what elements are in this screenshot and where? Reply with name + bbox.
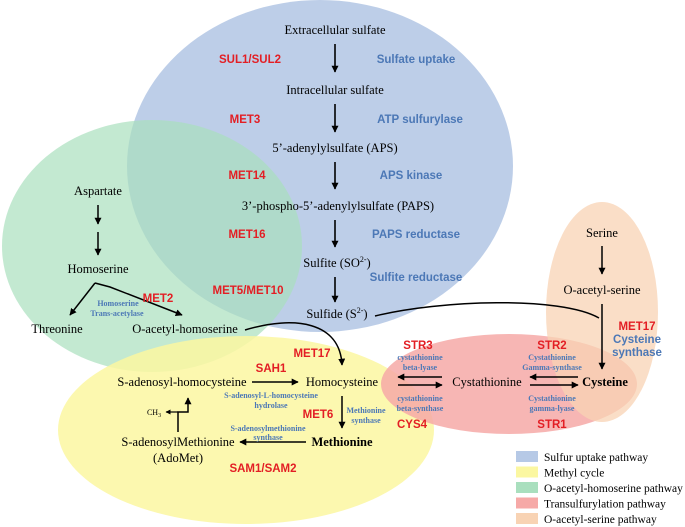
o-acetyl-homoserine-to-homocysteine-curve [244, 322, 346, 366]
branch-to-threonine [69, 282, 96, 316]
legend-swatch [516, 497, 538, 509]
enzyme-sah-hydrolase-2: hydrolase [254, 401, 288, 410]
sam-label: S-adenosylMethionine [121, 435, 235, 449]
o-acetyl-homoserine-label: O-acetyl-homoserine [132, 322, 238, 336]
homoserine-label: Homoserine [67, 262, 129, 276]
gene-cys4: CYS4 [397, 419, 428, 431]
enzyme-cystathionine-beta-lyase-2: beta-lyase [403, 363, 438, 372]
enzyme-cystathionine-gamma-lyase-1: Cystathionine [528, 394, 576, 403]
methyl-cycle-region [58, 336, 434, 524]
enzyme-cystathionine-gamma-lyase-2: gamma-lyase [530, 404, 575, 413]
arrow-sam-to-sah [177, 397, 192, 432]
gene-met5-met10: MET5/MET10 [213, 285, 284, 297]
gene-met6: MET6 [303, 409, 334, 421]
legend-label: Sulfur uptake pathway [544, 452, 648, 464]
legend-swatch [516, 513, 538, 524]
intracellular-sulfate-label: Intracellular sulfate [286, 83, 384, 97]
gene-sam1-sam2: SAM1/SAM2 [229, 463, 296, 475]
adomet-label: (AdoMet) [153, 451, 203, 465]
enzyme-methionine-synthase-2: synthase [351, 416, 381, 425]
gene-met17-cysteine-synthase: MET17 [618, 321, 655, 333]
enzyme-homoserine-transacetylase-2: Trans-acetylase [90, 309, 144, 318]
gene-str2: STR2 [537, 340, 566, 352]
sah-label: S-adenosyl-homocysteine [117, 375, 247, 389]
gene-str1: STR1 [537, 419, 567, 431]
enzyme-aps-kinase: APS kinase [380, 170, 443, 182]
o-acetyl-homoserine-region [2, 120, 302, 372]
homocysteine-label: Homocysteine [306, 375, 379, 389]
ch3-label: CH3 [147, 408, 161, 419]
cystathionine-label: Cystathionine [452, 375, 522, 389]
gene-met3: MET3 [230, 114, 261, 126]
gene-met14: MET14 [228, 170, 266, 182]
enzyme-sulfate-uptake: Sulfate uptake [377, 54, 456, 66]
branch-to-o-acetyl-homoserine [94, 282, 183, 316]
legend-label: Methyl cycle [544, 468, 604, 480]
legend-label: O-acetyl-homoserine pathway [544, 483, 683, 495]
o-acetyl-serine-label: O-acetyl-serine [563, 283, 640, 297]
cysteine-label: Cysteine [582, 375, 628, 389]
enzyme-atp-sulfurylase: ATP sulfurylase [377, 114, 463, 126]
gene-met17-homocysteine: MET17 [293, 348, 330, 360]
sulfide-label: Sulfide (S2-) [306, 306, 367, 321]
gene-str3: STR3 [403, 340, 432, 352]
sulfide-to-cysteine-curve [374, 302, 600, 319]
enzyme-methionine-synthase-1: Methionine [346, 406, 386, 415]
serine-label: Serine [586, 226, 618, 240]
gene-sul: SUL1/SUL2 [219, 54, 281, 66]
legend-label: O-acetyl-serine pathway [544, 514, 657, 526]
enzyme-cystathionine-beta-synthase-2: beta-synthase [397, 404, 444, 413]
enzyme-cysteine-synthase-1: Cysteine [613, 334, 661, 346]
enzyme-cysteine-synthase-2: synthase [612, 347, 662, 359]
enzyme-cystathionine-gamma-synthase-1: Cystathionine [528, 353, 576, 362]
enzyme-sam-synthase-2: synthase [253, 433, 283, 442]
legend-swatch [516, 451, 538, 462]
legend-swatch [516, 482, 538, 493]
enzyme-cystathionine-beta-synthase-1: cystathionine [397, 394, 443, 403]
enzyme-cystathionine-beta-lyase-1: cystathionine [397, 353, 443, 362]
threonine-label: Threonine [31, 322, 83, 336]
gene-met16: MET16 [228, 229, 265, 241]
legend-swatch [516, 466, 538, 478]
legend-label: Transulfurylation pathway [544, 499, 666, 511]
gene-sah1: SAH1 [256, 363, 287, 375]
enzyme-cystathionine-gamma-synthase-2: Gamma-synthase [522, 363, 582, 372]
enzyme-sulfite-reductase: Sulfite reductase [370, 272, 463, 284]
enzyme-sam-synthase-1: S-adenosylmethionine [230, 424, 306, 433]
aspartate-label: Aspartate [74, 184, 122, 198]
aps-label: 5’-adenylylsulfate (APS) [272, 141, 397, 155]
enzyme-homoserine-transacetylase-1: Homoserine [97, 299, 139, 308]
enzyme-sah-hydrolase-1: S-adenosyl-L-homocysteine [224, 391, 318, 400]
extracellular-sulfate-label: Extracellular sulfate [285, 23, 386, 37]
methionine-label: Methionine [311, 435, 373, 449]
paps-label: 3’-phospho-5’-adenylylsulfate (PAPS) [242, 199, 434, 213]
enzyme-paps-reductase: PAPS reductase [372, 229, 460, 241]
gene-met2: MET2 [143, 293, 174, 305]
sulfite-label: Sulfite (SO2-) [303, 255, 370, 270]
